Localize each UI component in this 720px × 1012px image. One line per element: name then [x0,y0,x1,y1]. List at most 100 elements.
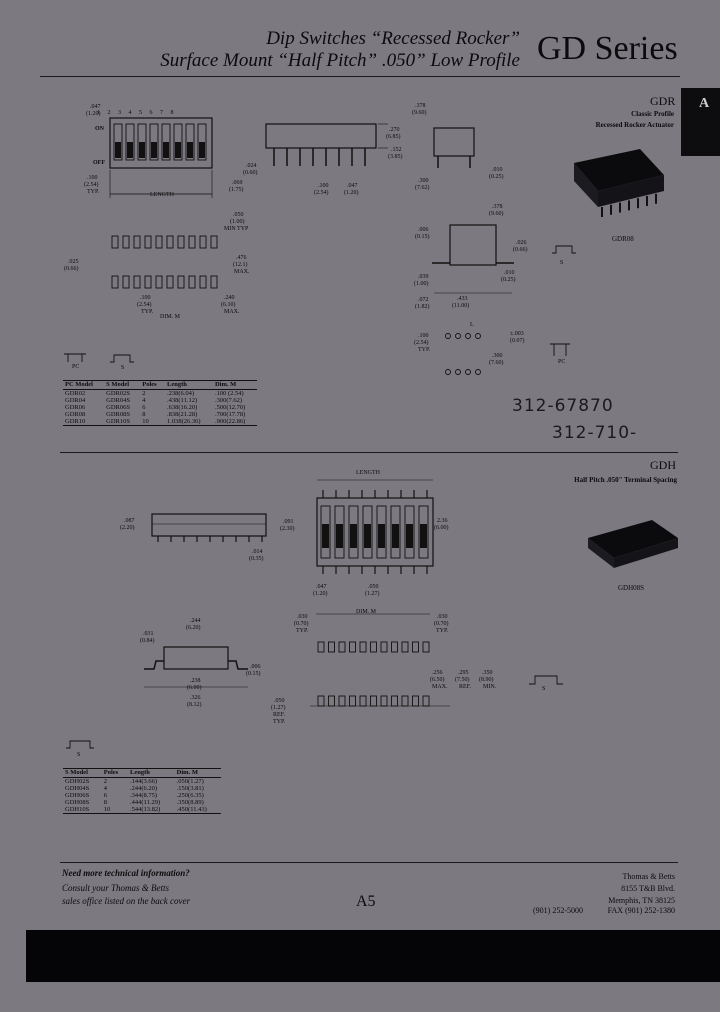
rocker-slot [137,123,147,161]
header-line-2: Surface Mount “Half Pitch” .050” Low Pro… [160,50,520,71]
rocker-slot [161,123,171,161]
solder-pad [391,641,398,653]
pin-hole [455,369,461,375]
gdr-dim-006mm: (0.15) [415,234,430,240]
page-number: A5 [356,893,376,910]
footer-consult-2: sales office listed on the back cover [62,896,190,906]
table-cell: .900(22.86) [214,418,246,425]
gdr-dim-100bmm: (2.54) [314,190,329,196]
gdr-off-label: OFF [93,160,105,166]
table-cell: .638(16.20) [167,404,198,411]
gdh-code: GDH [650,458,676,472]
gdr-dim-024mm: (0.60) [243,170,258,176]
gdh-dim-050bmm: (1.27) [271,705,286,711]
gdh-max: MAX. [432,684,448,690]
gdr-dim-050mm: (1.00) [230,219,245,225]
gdh-dim-050b: .050 [274,698,285,704]
gdh-footprint [310,613,450,707]
gdr-dim-047: .047 [90,104,101,110]
gdh-dim-030bmm: (0.70) [434,621,449,627]
gdr-pos-label: 6 [149,110,153,116]
gdr-model-table: PC Model S Model Poles Length Dim. M GDR… [63,380,257,426]
gdh-dim-030mm: (0.70) [294,621,309,627]
gdr-dim-270: .270 [389,127,400,133]
gdh-line-1: Half Pitch .050" Terminal Spacing [574,476,677,484]
gdr-s-icon-label-2: S [121,365,125,371]
solder-pad [317,695,325,707]
gdh-dim-244mm: (6.20) [186,625,201,631]
gdr-pos-label: 7 [160,110,163,116]
table-cell: 8 [103,799,108,806]
table-cell: 2 [103,778,108,785]
rocker-slot [173,123,183,161]
solder-pad [422,695,430,707]
gdr-dim-039mm: (1.00) [414,281,429,287]
rocker-actuator [364,524,371,548]
gdh-s-icon-label-2: S [77,752,81,758]
footer-phone: (901) 252-5000 [533,906,583,915]
gdr-pos-label: 2 [107,110,111,116]
solder-pad [349,695,356,707]
solder-pad [144,235,152,249]
solder-pad [422,641,430,653]
table-cell: .050(1.27) [176,778,204,785]
solder-pad [391,695,398,707]
gdr-pc-icon-label: PC [558,359,566,365]
solder-pad [359,695,367,707]
table-cell: GDR08 [65,411,86,418]
footer-address-1: 8155 T&B Blvd. [621,884,675,893]
header-line-1: Dip Switches “Recessed Rocker” [266,28,520,49]
gdr-dim-m: DIM. M [160,314,181,320]
table-header: S Model [104,380,141,390]
solder-pad [122,275,130,289]
solder-pad [412,695,419,707]
gdr08-photo-label: GDR08 [612,235,634,243]
gdh-dim-031: .031 [143,631,154,637]
gdh-end-view [144,646,248,688]
table-cell: GDR06S [106,404,130,411]
table-header: PC Model [63,380,105,390]
table-cell: .250(6.35) [176,792,204,799]
scan-black-band [26,930,720,982]
solder-pad [155,235,163,249]
table-cell: .500(12.70) [214,404,246,411]
header-rule [40,76,680,77]
solder-pad [412,641,419,653]
gdr-dim-047mm: (1.20) [86,111,101,117]
rocker-slot [404,505,415,559]
gdr-dim-300mm: (7.62) [415,185,430,191]
gdr-line-1: Classic Profile [631,110,674,118]
table-cell: GDR02S [106,390,130,397]
gdr-dim-010b: .010 [504,270,515,276]
table-cell: GDH06S [65,792,90,799]
gdr-code: GDR [650,94,676,108]
table-cell: GDH02S [65,778,90,785]
gdr-s-profile [432,224,514,294]
gdh-dim-006: .006 [250,664,261,670]
table-cell: 4 [142,397,146,404]
gdh-length: LENGTH [356,470,380,476]
gdr-dim-100: .100 [87,175,98,181]
gdh-side-view [151,513,267,542]
gdr-dim-378b: .378 [492,204,503,210]
gdh-dim-031mm: (0.84) [140,638,155,644]
gdh-dim-244: .244 [190,618,201,624]
gdr-dim-100dmm: (2.54) [414,340,429,346]
table-header: Dim. M [212,380,257,390]
table-cell: .344(8.75) [130,792,158,799]
gdr-on-label: ON [95,126,104,132]
gdr-pos-label: 1 [97,110,100,116]
gdr-dim-010mm: (0.25) [489,174,504,180]
table-cell: 1.038(26.36) [167,418,201,425]
solder-pad [122,235,130,249]
gdh-dim-014: .014 [252,549,263,555]
gdh-dim-014mm: (0.35) [249,556,264,562]
gdr-dim-270mm: (6.85) [386,134,401,140]
solder-pad [210,275,218,289]
solder-pad [177,235,185,249]
